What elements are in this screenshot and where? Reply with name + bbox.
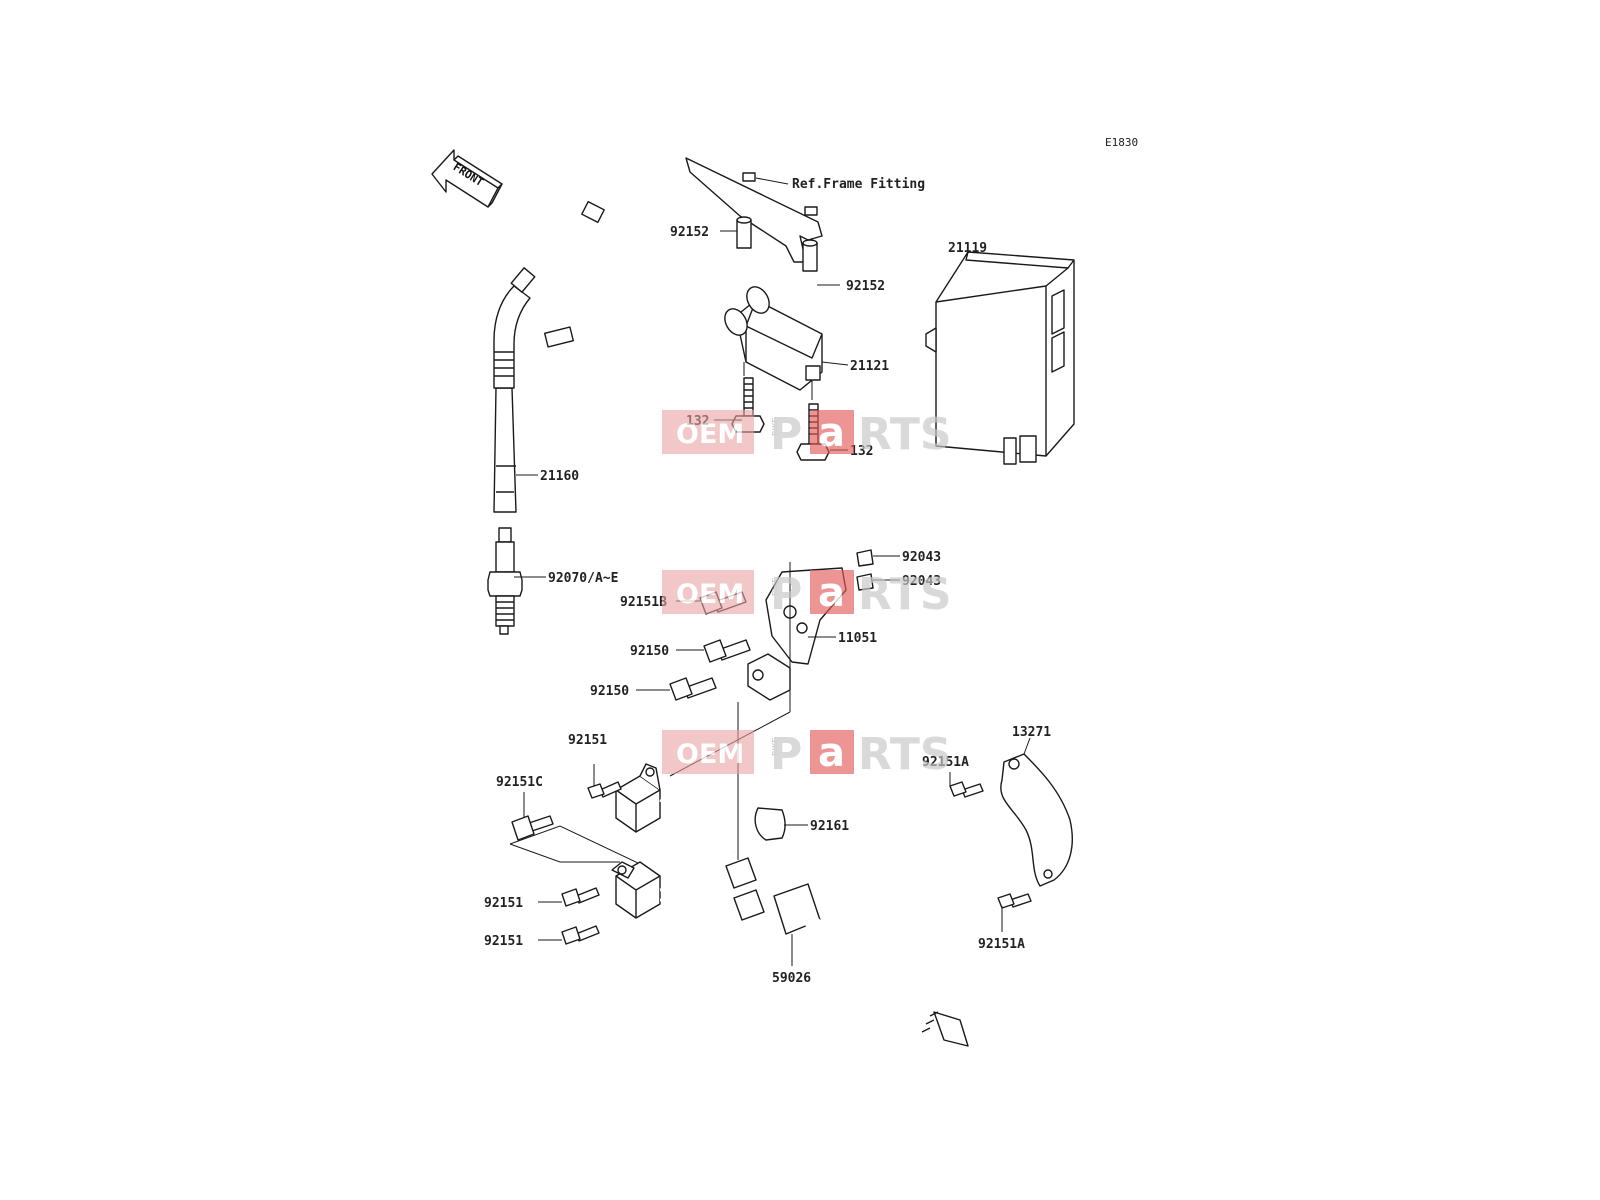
svg-text:P: P <box>770 569 802 620</box>
callout-11051: 11051 <box>838 631 877 646</box>
svg-text:BIKE: BIKE <box>771 418 780 436</box>
bolt-92151-c <box>561 925 600 945</box>
pickup-sensor <box>615 763 735 854</box>
svg-text:RTS: RTS <box>858 409 952 460</box>
callout-92043-b: 92043 <box>902 574 941 589</box>
callout-21121: 21121 <box>850 359 889 374</box>
svg-text:a: a <box>818 410 845 456</box>
ignition-coil <box>543 200 823 400</box>
svg-text:P: P <box>770 729 802 780</box>
callout-92152-b: 92152 <box>846 279 885 294</box>
frame-fitting-bracket <box>685 157 823 263</box>
svg-text:P: P <box>770 409 802 460</box>
collar-92152-b <box>802 239 818 272</box>
svg-text:OEM: OEM <box>676 579 744 610</box>
callout-132-b: 132 <box>850 444 873 459</box>
cdi-unit <box>925 251 1075 465</box>
watermark-logo-2: OEM BIKE P a RTS <box>662 569 952 620</box>
callout-92151-c: 92151 <box>484 934 523 949</box>
bolt-92150-b <box>669 677 717 701</box>
callout-13271: 13271 <box>1012 725 1051 740</box>
callout-92151-a: 92151 <box>568 733 607 748</box>
svg-text:a: a <box>818 570 845 616</box>
diagram-code: E1830 <box>1105 136 1138 149</box>
spark-plug <box>487 527 523 635</box>
leader-lines <box>514 177 1031 966</box>
svg-text:BIKE: BIKE <box>771 578 780 596</box>
callout-92043-a: 92043 <box>902 550 941 565</box>
callout-21119: 21119 <box>948 241 987 256</box>
callout-92151b: 92151B <box>620 595 667 610</box>
bolt-92151-a <box>587 781 622 799</box>
callout-92152-a: 92152 <box>670 225 709 240</box>
svg-text:BIKE: BIKE <box>771 738 780 756</box>
svg-text:OEM: OEM <box>676 419 744 450</box>
svg-text:OEM: OEM <box>676 739 744 770</box>
grommet <box>754 807 786 841</box>
svg-text:RTS: RTS <box>858 729 952 780</box>
callout-92151c: 92151C <box>496 775 543 790</box>
front-arrow-icon: FRONT <box>431 149 503 208</box>
callout-21160: 21160 <box>540 469 579 484</box>
spark-plug-cap <box>493 267 536 513</box>
svg-text:RTS: RTS <box>858 569 952 620</box>
callout-92070: 92070/A~E <box>548 571 618 586</box>
sensor-cover <box>1000 753 1073 887</box>
collar-92152-a <box>736 216 752 249</box>
callout-92161: 92161 <box>810 819 849 834</box>
callout-ref-frame-fitting: Ref.Frame Fitting <box>792 177 925 192</box>
callout-92151a-b: 92151A <box>978 937 1025 952</box>
callout-92151-b: 92151 <box>484 896 523 911</box>
watermark-logo-1: OEM BIKE P a RTS <box>662 409 952 460</box>
callout-59026: 59026 <box>772 971 811 986</box>
bolt-92150-a <box>703 639 751 663</box>
callout-92150-a: 92150 <box>630 644 669 659</box>
watermark-logo-3: OEM BIKE P a RTS <box>662 729 952 780</box>
bolt-92151c <box>509 815 641 865</box>
crankshaft-sensor-harness <box>611 857 969 1047</box>
bolt-92151a-a <box>949 781 984 798</box>
bolt-92151a-b <box>997 893 1032 909</box>
callout-92150-b: 92150 <box>590 684 629 699</box>
svg-text:a: a <box>818 730 845 776</box>
callout-92151a-a: 92151A <box>922 755 969 770</box>
bolt-92151-b <box>561 887 600 907</box>
